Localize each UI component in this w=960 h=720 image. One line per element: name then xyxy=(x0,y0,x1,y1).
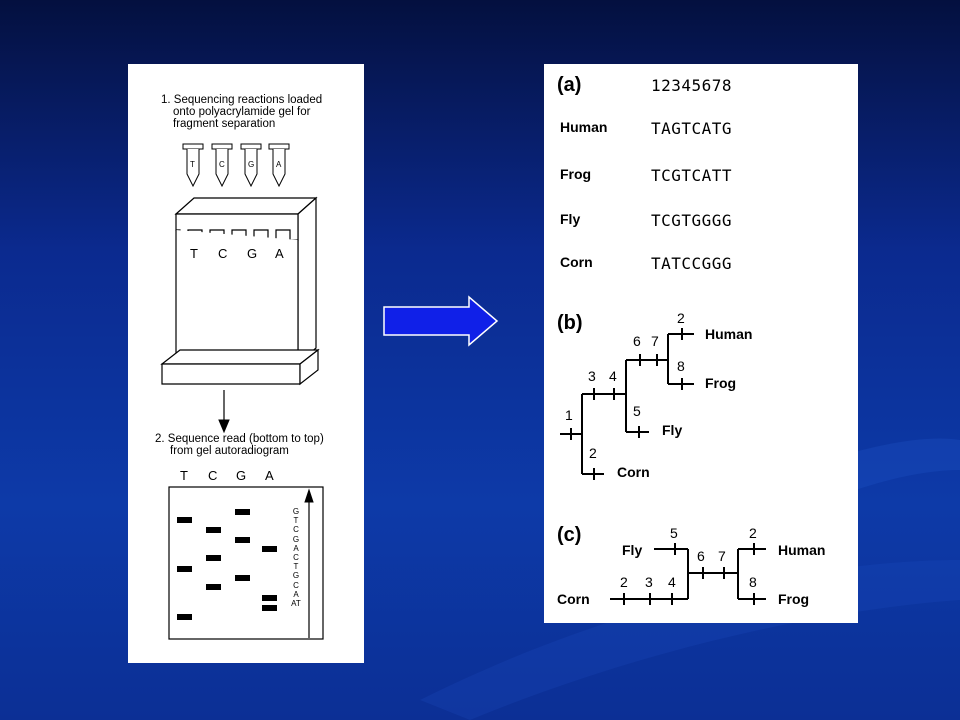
tube-t xyxy=(182,143,204,188)
step1-line1: 1. Sequencing reactions loaded xyxy=(161,94,323,106)
tree-b-num-8: 8 xyxy=(677,358,685,374)
tree-b-num-2: 2 xyxy=(589,445,597,461)
autorad-lane-g: G xyxy=(236,468,247,483)
tree-b-num-5: 5 xyxy=(633,403,641,419)
step1-line3: fragment separation xyxy=(173,118,276,130)
seq-corn: TATCCGGG xyxy=(651,254,733,273)
tree-b xyxy=(560,328,694,480)
species-human: Human xyxy=(560,119,608,135)
autoradiogram-frame xyxy=(168,486,324,640)
gel-lane-c: C xyxy=(218,246,228,261)
gel-lane-t: T xyxy=(190,246,198,261)
down-arrow-icon xyxy=(218,390,230,434)
tree-c-num-5: 5 xyxy=(670,525,678,541)
tree-b-human: Human xyxy=(705,326,753,342)
tree-b-num-6: 6 xyxy=(633,333,641,349)
seq-fly: TCGTGGGG xyxy=(651,211,733,230)
panel-c-label: (c) xyxy=(557,524,582,546)
tube-label-t: T xyxy=(190,160,195,169)
tree-c-num-4: 4 xyxy=(668,574,676,590)
species-frog: Frog xyxy=(560,166,592,182)
tube-g xyxy=(240,143,262,188)
tree-c-num-8: 8 xyxy=(749,574,757,590)
autoradiogram-bands xyxy=(177,509,277,620)
step2-line2: from gel autoradiogram xyxy=(170,445,289,457)
tree-c-num-7: 7 xyxy=(718,548,726,564)
tree-c-num-6: 6 xyxy=(697,548,705,564)
position-numbers: 12345678 xyxy=(651,76,733,95)
autorad-lane-c: C xyxy=(208,468,218,483)
step1-line2: onto polyacrylamide gel for xyxy=(173,106,311,118)
tube-c xyxy=(211,143,233,188)
reaction-tubes xyxy=(182,143,290,188)
seq-human: TAGTCATG xyxy=(651,119,733,138)
tree-c-frog: Frog xyxy=(778,591,810,607)
species-fly: Fly xyxy=(560,211,581,227)
gel-lane-a: A xyxy=(275,246,284,261)
gel-lane-g: G xyxy=(247,246,258,261)
tube-label-c: C xyxy=(219,160,225,169)
sequencing-gel-diagram: 1. Sequencing reactions loaded onto poly… xyxy=(128,64,364,663)
tree-b-frog: Frog xyxy=(705,375,737,391)
tube-a xyxy=(268,143,290,188)
tree-c-fly: Fly xyxy=(622,542,643,558)
gel-apparatus-drawing xyxy=(160,143,324,640)
tree-c-corn: Corn xyxy=(557,591,590,607)
phylogeny-figure: (a) 12345678 Human TAGTCATG Frog TCGTCAT… xyxy=(544,64,858,623)
tree-c-num-2: 2 xyxy=(620,574,628,590)
autorad-lane-t: T xyxy=(180,468,188,483)
panel-a-label: (a) xyxy=(557,74,582,96)
species-corn: Corn xyxy=(560,254,593,270)
tree-c-human: Human xyxy=(778,542,826,558)
tree-c-num-3: 3 xyxy=(645,574,653,590)
tree-c-num-2-human: 2 xyxy=(749,525,757,541)
tree-b-fly: Fly xyxy=(662,422,683,438)
autorad-lane-a: A xyxy=(265,468,274,483)
seq-frog: TCGTCATT xyxy=(651,166,733,185)
tree-b-num-7: 7 xyxy=(651,333,659,349)
tree-b-num-2-human: 2 xyxy=(677,310,685,326)
panel-b-label: (b) xyxy=(557,312,583,334)
tree-b-num-3: 3 xyxy=(588,368,596,384)
read-sequence: GTCGACTGCAAT xyxy=(291,507,301,609)
step2-line1: 2. Sequence read (bottom to top) xyxy=(155,433,324,445)
tree-b-num-1: 1 xyxy=(565,407,573,423)
tree-c xyxy=(610,543,766,605)
tube-label-g: G xyxy=(248,160,255,169)
tree-b-corn: Corn xyxy=(617,464,650,480)
tube-label-a: A xyxy=(276,160,282,169)
gel-box xyxy=(160,196,320,386)
up-arrow-icon xyxy=(304,488,314,638)
tree-b-num-4: 4 xyxy=(609,368,617,384)
